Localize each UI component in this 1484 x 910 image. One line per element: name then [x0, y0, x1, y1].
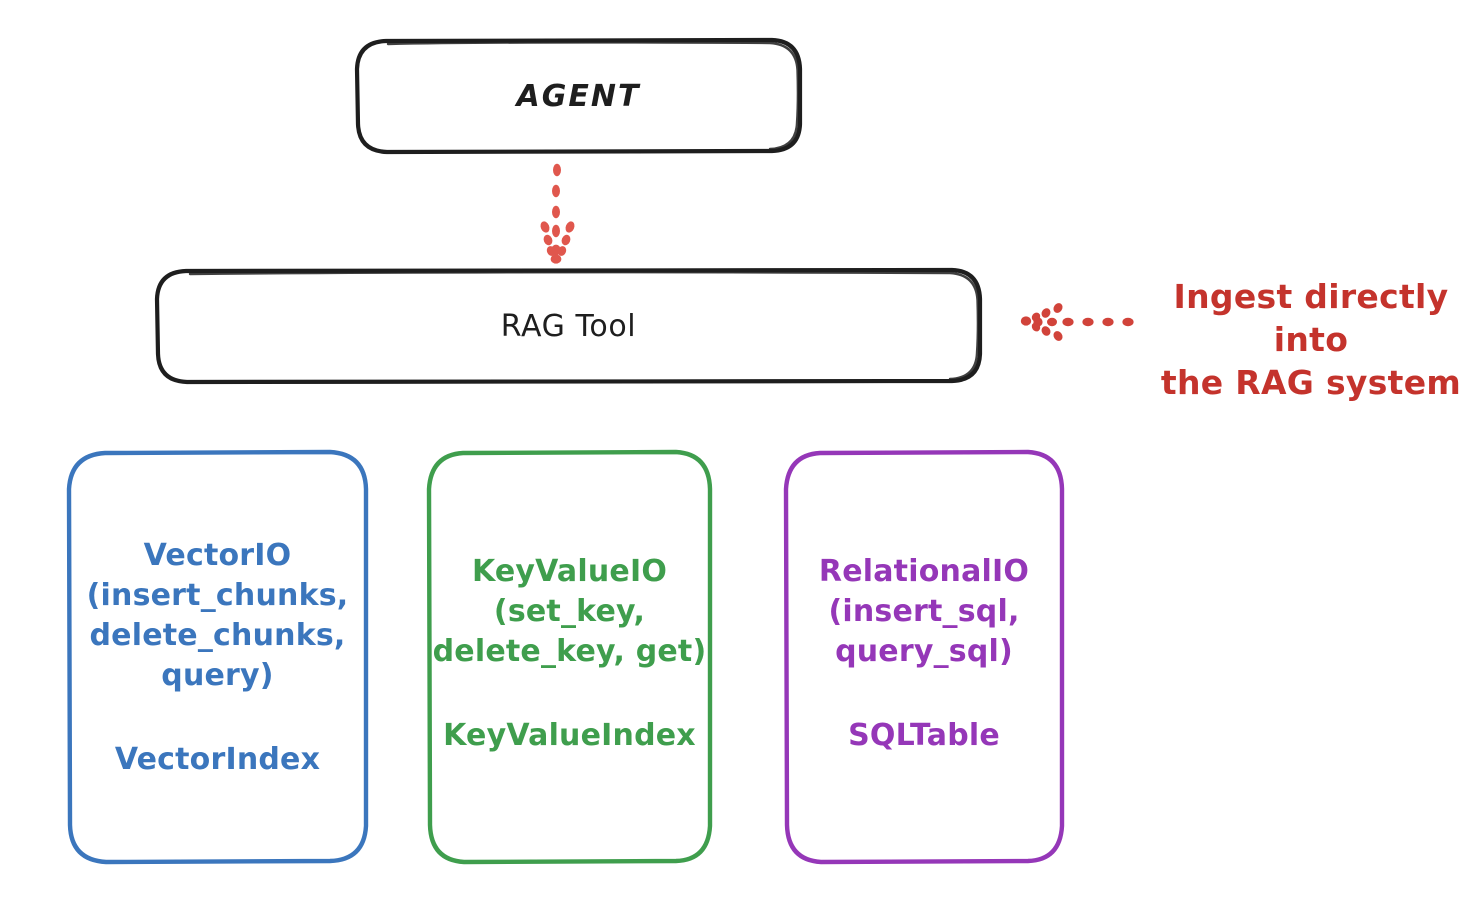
agent-node[interactable]: AGENT	[357, 40, 800, 152]
ingest-annotation-text: Ingest directly into the RAG system	[1160, 277, 1462, 402]
rag-tool-label: RAG Tool	[500, 308, 637, 344]
vector-io-node[interactable]: VectorIO (insert_chunks, delete_chunks, …	[69, 452, 366, 862]
key-value-io-api-label: KeyValueIO (set_key, delete_key, get)	[432, 554, 707, 669]
key-value-io-node[interactable]: KeyValueIO (set_key, delete_key, get) Ke…	[429, 452, 710, 862]
relational-io-api-label: RelationalIO (insert_sql, query_sql)	[818, 554, 1030, 669]
vector-io-api-label: VectorIO (insert_chunks, delete_chunks, …	[86, 538, 349, 693]
ingest-to-rag-arrow	[1020, 303, 1134, 341]
key-value-index-label: KeyValueIndex	[443, 717, 696, 753]
sql-table-label: SQLTable	[848, 717, 1000, 753]
agent-to-rag-arrow	[540, 163, 575, 264]
vector-index-label: VectorIndex	[114, 741, 321, 777]
agent-label: AGENT	[516, 78, 641, 114]
relational-io-node[interactable]: RelationalIO (insert_sql, query_sql) SQL…	[786, 452, 1062, 862]
rag-tool-node[interactable]: RAG Tool	[157, 270, 980, 382]
